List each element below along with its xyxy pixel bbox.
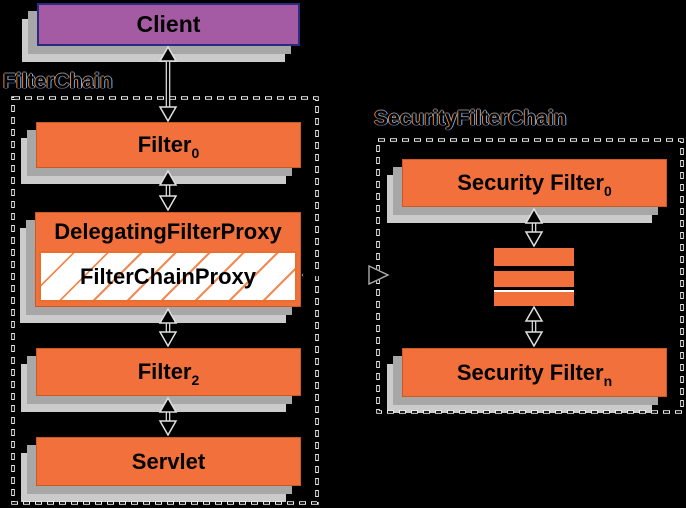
servlet-node: Servlet bbox=[36, 437, 301, 486]
filter-chain-label: FilterChain bbox=[3, 70, 113, 93]
delegating-filter-proxy-node: DelegatingFilterProxy FilterChainProxy bbox=[35, 212, 301, 307]
ellipsis-securityfiltern-double-arrow-icon bbox=[524, 305, 544, 348]
filter0-label-base: Filter bbox=[137, 132, 192, 157]
delegating-filter-proxy-label: DelegatingFilterProxy bbox=[54, 219, 282, 244]
dfp-filter2-double-arrow-icon bbox=[158, 307, 178, 348]
security-filter0-label: Security Filter0 bbox=[457, 170, 612, 199]
security-filter0-label-subscript: 0 bbox=[603, 183, 612, 199]
client-filter0-double-arrow-icon bbox=[158, 45, 178, 123]
security-filtern-label: Security Filtern bbox=[456, 359, 613, 389]
filter2-label-base: Filter bbox=[137, 359, 192, 384]
filter-chain-proxy-label: FilterChainProxy bbox=[79, 263, 257, 289]
filter2-label-subscript: 2 bbox=[191, 372, 200, 388]
security-filtern-node: Security Filtern bbox=[402, 348, 667, 397]
filter0-label-subscript: 0 bbox=[191, 145, 200, 161]
filter0-node: Filter0 bbox=[36, 122, 301, 168]
security-filters-ellipsis-bar-3 bbox=[494, 290, 574, 306]
filter0-dfp-double-arrow-icon bbox=[158, 169, 178, 212]
security-filter0-label-base: Security Filter bbox=[457, 170, 604, 195]
security-filter0-node: Security Filter0 bbox=[402, 159, 667, 207]
filter2-servlet-double-arrow-icon bbox=[158, 396, 178, 437]
security-filters-ellipsis-bar-1 bbox=[494, 248, 574, 266]
security-filtern-label-base: Security Filter bbox=[456, 359, 604, 385]
security-filtern-label-subscript: n bbox=[603, 372, 613, 389]
security-filters-ellipsis-bar-2 bbox=[494, 271, 574, 287]
filter2-label: Filter2 bbox=[137, 359, 200, 388]
security-filter-chain-label: SecurityFilterChain bbox=[374, 107, 567, 130]
proxy-to-security-chain-connector-arrow-icon bbox=[301, 264, 390, 286]
filter0-label: Filter0 bbox=[137, 132, 200, 161]
securityfilter0-ellipsis-double-arrow-icon bbox=[524, 207, 544, 248]
client-label: Client bbox=[136, 11, 201, 37]
client-node: Client bbox=[37, 3, 300, 46]
servlet-label: Servlet bbox=[131, 448, 206, 474]
filter2-node: Filter2 bbox=[36, 348, 301, 396]
filter-chain-proxy-node: FilterChainProxy bbox=[39, 251, 297, 302]
